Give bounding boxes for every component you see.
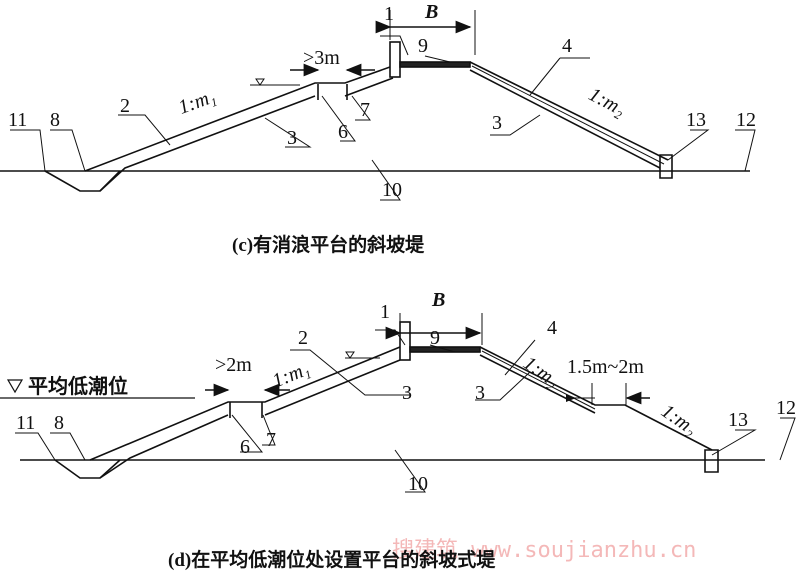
label-1: 1 (380, 301, 390, 323)
water-level-label: 平均低潮位 (28, 376, 128, 398)
label-11: 11 (16, 412, 36, 434)
label-3-right: 3 (475, 382, 485, 404)
label-berm-width: >2m (215, 354, 252, 376)
label-10: 10 (382, 179, 402, 201)
label-3-right: 3 (492, 112, 502, 134)
watermark: 搜建筑 www.soujianzhu.cn (392, 538, 697, 563)
label-10: 10 (408, 473, 428, 495)
label-6: 6 (338, 121, 348, 143)
label-crest-width: B (425, 1, 439, 23)
label-2: 2 (120, 95, 130, 117)
diagram-d-section (0, 313, 796, 493)
diagram-c-section (0, 10, 756, 201)
label-12: 12 (736, 109, 756, 131)
label-crest-width: B (432, 289, 446, 311)
label-berm2-width: 1.5m~2m (567, 356, 644, 378)
label-13: 13 (728, 409, 748, 431)
label-9: 9 (430, 327, 440, 349)
label-8: 8 (54, 412, 64, 434)
label-11: 11 (8, 109, 28, 131)
label-3: 3 (402, 382, 412, 404)
label-4: 4 (547, 317, 557, 339)
label-7: 7 (266, 429, 276, 451)
label-berm-width: >3m (303, 47, 340, 69)
label-7: 7 (360, 99, 370, 121)
label-13: 13 (686, 109, 706, 131)
label-4: 4 (562, 35, 572, 57)
label-2: 2 (298, 327, 308, 349)
label-3: 3 (287, 127, 297, 149)
label-8: 8 (50, 109, 60, 131)
label-1: 1 (384, 3, 394, 25)
label-9: 9 (418, 35, 428, 57)
label-6: 6 (240, 436, 250, 458)
label-12: 12 (776, 397, 796, 419)
caption-d: (d)在平均低潮位处设置平台的斜坡式堤 (168, 550, 496, 571)
caption-c: (c)有消浪平台的斜坡堤 (232, 235, 425, 256)
